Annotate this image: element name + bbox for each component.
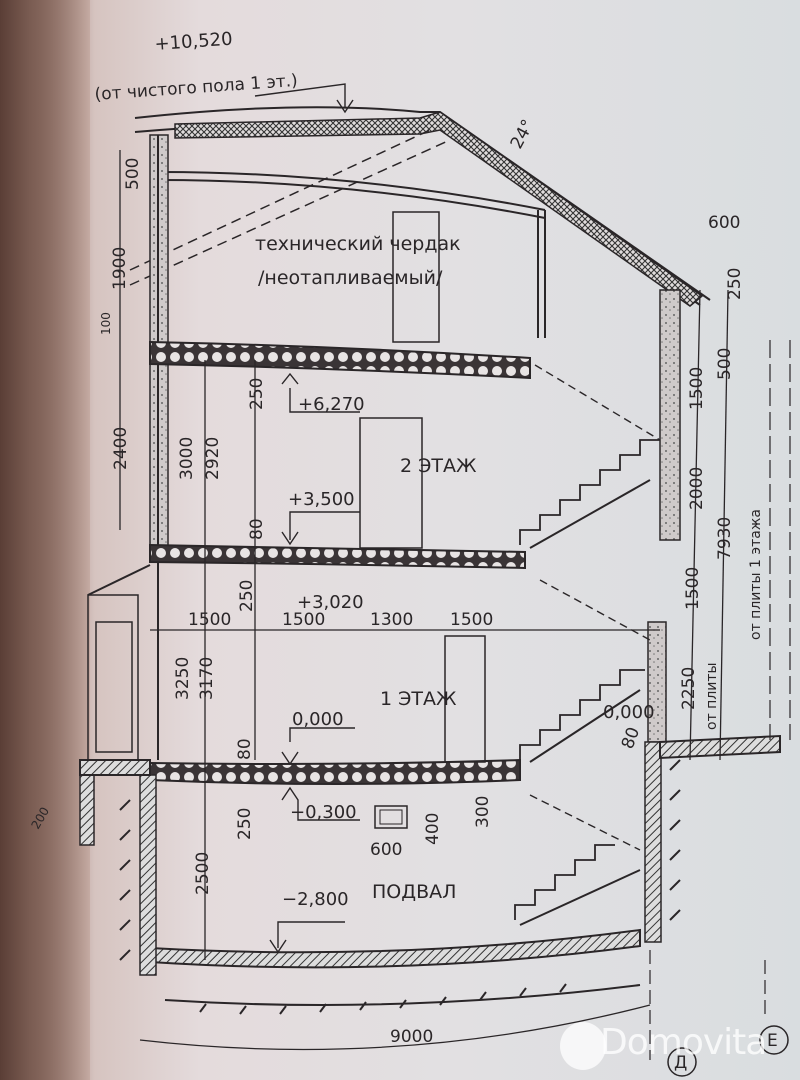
- dim-eave-250: 250: [725, 268, 745, 300]
- elevation-3020: +3,020: [297, 592, 364, 613]
- watermark-text: Domovita: [600, 1022, 767, 1063]
- elevation-6270: +6,270: [298, 394, 365, 415]
- elevation-0000-stair: 0,000: [603, 702, 655, 723]
- window-width: 600: [370, 840, 402, 860]
- right-wall-upper: [659, 289, 681, 541]
- dim-9000: 9000: [390, 1027, 433, 1047]
- dim-1900: 1900: [110, 247, 130, 290]
- slab-attic-floor: [149, 340, 531, 380]
- dim-250-top: 250: [247, 378, 267, 410]
- dim-7930: 7930: [715, 517, 735, 560]
- dim-2250: 2250: [679, 667, 699, 710]
- roof-angle: 24°: [507, 116, 539, 152]
- slab-first-floor: [149, 758, 521, 785]
- dim-3000: 3000: [177, 437, 197, 480]
- roof-outline: [134, 106, 711, 301]
- attic-label: технический чердак: [255, 233, 461, 255]
- elevation-minus-2800: −2,800: [282, 889, 349, 910]
- watermark: Domovita: [560, 1018, 800, 1074]
- note-from-slab: от плиты: [704, 662, 720, 730]
- axis-marker-e: [759, 1025, 789, 1055]
- dim-2500: 2500: [193, 852, 213, 895]
- dim-overhang-600: 600: [708, 213, 740, 233]
- floor1-door: [444, 635, 486, 763]
- dim-2400: 2400: [111, 427, 131, 470]
- hdim-2: 1500: [282, 610, 325, 630]
- elevation-0000: 0,000: [292, 709, 344, 730]
- dim-500-right: 500: [715, 348, 735, 380]
- stair-upper: [519, 439, 660, 545]
- dim-1500-top: 1500: [687, 367, 707, 410]
- dim-2920: 2920: [203, 437, 223, 480]
- note-from-first-floor-slab: от плиты 1 этажа: [748, 509, 764, 640]
- dim-250-low: 250: [235, 808, 255, 840]
- dim-2000: 2000: [687, 467, 707, 510]
- top-elevation-note: (от чистого пола 1 эт.): [94, 71, 298, 105]
- dim-250-mid: 250: [237, 580, 257, 612]
- right-wall-lower: [647, 621, 667, 743]
- stair-basement: [514, 844, 615, 920]
- stair-lower: [519, 669, 645, 760]
- hdim-3: 1300: [370, 610, 413, 630]
- basement-label: ПОДВАЛ: [372, 881, 456, 903]
- left-foundation: [139, 774, 157, 976]
- dim-80-low: 80: [235, 738, 255, 760]
- axis-marker-d: [667, 1047, 697, 1077]
- elevation-3500: +3,500: [288, 489, 355, 510]
- attic-door: [392, 211, 440, 343]
- hdim-1: 1500: [188, 610, 231, 630]
- dim-3250: 3250: [173, 657, 193, 700]
- slab-second-floor: [149, 543, 526, 570]
- dim-1500-low: 1500: [683, 567, 703, 610]
- dim-500: 500: [123, 158, 143, 190]
- right-basement-wall: [644, 741, 662, 943]
- left-basement-wall: [79, 764, 95, 846]
- window-height: 400: [423, 813, 443, 845]
- elevation-minus-0300: −0,300: [290, 802, 357, 823]
- dim-80-mid: 80: [247, 518, 267, 540]
- floor1-label: 1 ЭТАЖ: [380, 688, 457, 710]
- floor2-label: 2 ЭТАЖ: [400, 455, 477, 477]
- book-fold-shadow: [0, 0, 90, 1080]
- axis-label-d: Д: [674, 1053, 687, 1073]
- dim-3170: 3170: [197, 657, 217, 700]
- window-sill: 300: [473, 796, 493, 828]
- dim-100: 100: [99, 312, 113, 335]
- roof-insulation: [174, 111, 704, 307]
- axis-label-e: Е: [767, 1031, 778, 1051]
- top-elevation: +10,520: [154, 29, 233, 55]
- dim-80-stair: 80: [618, 725, 644, 752]
- dim-200: 200: [28, 805, 52, 832]
- slab-basement: [149, 928, 641, 969]
- basement-window: [374, 805, 408, 829]
- hdim-4: 1500: [450, 610, 493, 630]
- porch-door: [95, 621, 133, 753]
- attic-sublabel: /неотапливаемый/: [258, 267, 443, 289]
- watermark-logo-icon: [560, 1022, 606, 1070]
- floor2-door: [359, 417, 423, 549]
